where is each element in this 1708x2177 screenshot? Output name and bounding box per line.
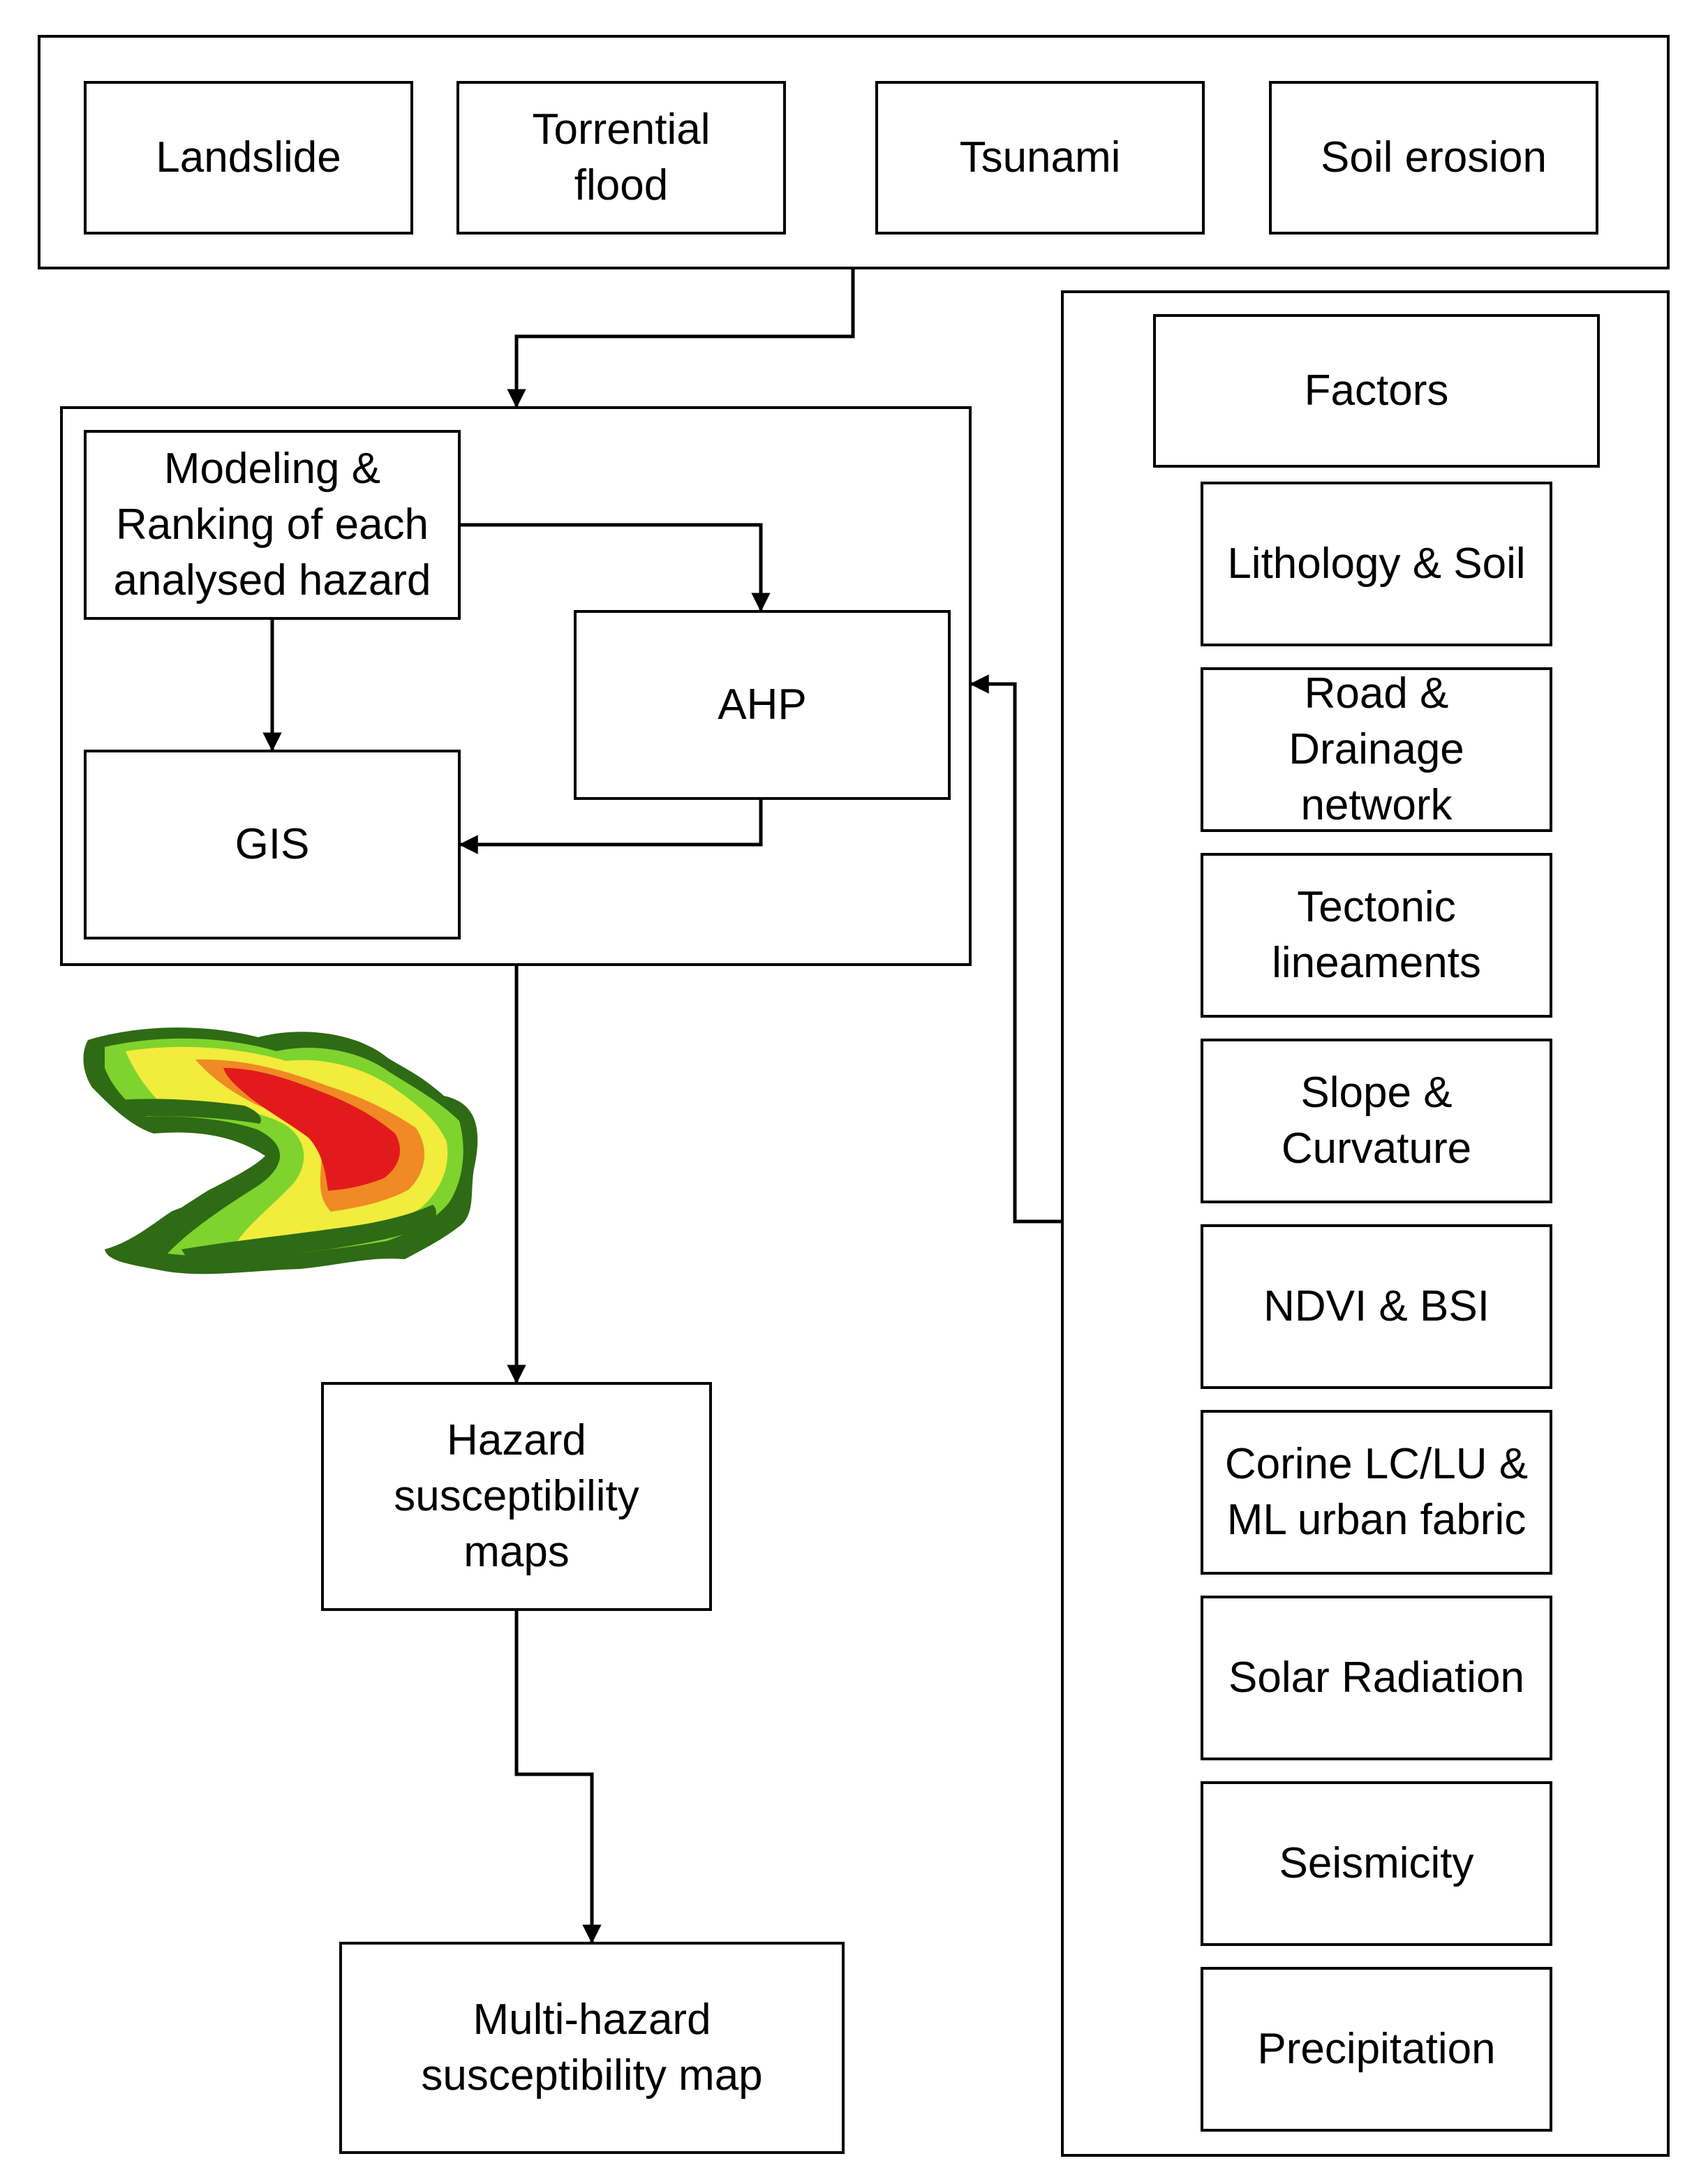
hazard-label: Tsunami <box>959 133 1121 182</box>
factor-box: Slope & Curvature <box>1201 1039 1552 1203</box>
map-zone-high <box>223 1068 400 1191</box>
factor-label: Lithology & Soil <box>1227 540 1526 588</box>
multi-hazard-map-box: Multi-hazard susceptibility map <box>339 1942 845 2154</box>
ahp-label: AHP <box>718 681 807 729</box>
factor-label: Seismicity <box>1279 1839 1474 1888</box>
factor-box: Lithology & Soil <box>1201 482 1552 646</box>
arrow-hazards-to-modeling <box>507 269 855 408</box>
hazard-susceptibility-maps-label: Hazard susceptibility maps <box>394 1416 639 1576</box>
factor-label: Road & Drainage network <box>1289 669 1464 829</box>
gis-label: GIS <box>235 820 310 869</box>
factor-label: Solar Radiation <box>1228 1654 1524 1702</box>
gis-box: GIS <box>84 750 461 939</box>
factor-label: Slope & Curvature <box>1281 1069 1472 1173</box>
arrow-factors-to-ahp <box>970 674 1061 1224</box>
ahp-box: AHP <box>574 610 951 800</box>
factor-label: NDVI & BSI <box>1263 1282 1490 1331</box>
factor-box: NDVI & BSI <box>1201 1224 1552 1389</box>
factors-frame <box>1061 290 1670 2157</box>
map-void <box>126 1142 251 1223</box>
hazard-box-torrential-flood: Torrential flood <box>456 81 786 235</box>
arrow-ahp-to-gis <box>459 800 763 854</box>
hazard-label: Soil erosion <box>1321 133 1547 182</box>
hazard-label: Landslide <box>156 133 341 182</box>
map-stripe <box>181 1205 436 1261</box>
factor-label: Precipitation <box>1257 2025 1496 2074</box>
factors-title: Factors <box>1304 366 1449 415</box>
factor-box: Tectonic lineaments <box>1201 853 1552 1018</box>
arrow-modeling-to-ahp <box>461 523 771 612</box>
hazard-susceptibility-maps-box: Hazard susceptibility maps <box>321 1382 712 1611</box>
factor-box: Road & Drainage network <box>1201 667 1552 832</box>
factor-box: Corine LC/LU & ML urban fabric <box>1201 1410 1552 1575</box>
hazard-box-landslide: Landslide <box>84 81 413 235</box>
factor-box: Precipitation <box>1201 1967 1552 2132</box>
modeling-ranking-label: Modeling & Ranking of each analysed haza… <box>113 445 431 604</box>
multi-hazard-map-label: Multi-hazard susceptibility map <box>421 1996 763 2100</box>
susceptibility-map-thumbnail <box>83 1027 478 1275</box>
hazard-box-soil-erosion: Soil erosion <box>1269 81 1598 235</box>
factors-title-box: Factors <box>1153 314 1600 468</box>
factor-label: Corine LC/LU & ML urban fabric <box>1224 1440 1529 1544</box>
factor-box: Solar Radiation <box>1201 1596 1552 1760</box>
modeling-ranking-box: Modeling & Ranking of each analysed haza… <box>84 430 461 620</box>
arrow-hazard-maps-to-multi-hazard <box>514 1611 602 1944</box>
hazards-frame <box>38 35 1670 269</box>
hazard-label: Torrential flood <box>532 105 711 209</box>
map-stripe <box>119 1099 261 1124</box>
factor-box: Seismicity <box>1201 1781 1552 1946</box>
factor-label: Tectonic lineaments <box>1272 883 1481 987</box>
hazard-box-tsunami: Tsunami <box>875 81 1205 235</box>
